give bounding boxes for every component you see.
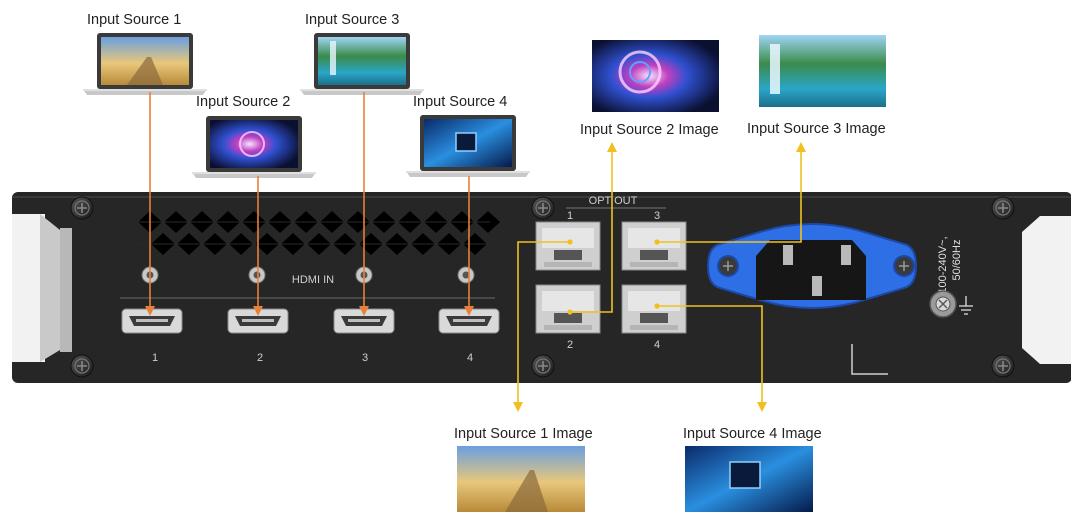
laptop-icon: [83, 33, 207, 95]
sfp-port-1[interactable]: [535, 221, 601, 271]
output-image-1: [457, 446, 585, 512]
power-rating-line2: 50/60Hz: [951, 240, 963, 281]
output-1-label: Input Source 1 Image: [454, 426, 593, 442]
fiber-connection-lines: [517, 150, 802, 404]
ground-icon: [929, 290, 973, 318]
opt-out-label: OPT OUT: [589, 195, 638, 207]
opt-port-number: 3: [654, 210, 660, 222]
sfp-port-4[interactable]: [621, 284, 687, 334]
output-image-2: [592, 40, 719, 112]
screw-icon: [991, 354, 1015, 378]
sfp-port-2[interactable]: [535, 284, 601, 334]
hdmi-in-label: HDMI IN: [292, 274, 334, 286]
hdmi-port-number: 1: [152, 352, 158, 364]
power-rating-line1: 100-240V~,: [937, 236, 949, 293]
input-source-2-label: Input Source 2: [196, 94, 291, 110]
input-source-1-label: Input Source 1: [87, 12, 182, 28]
screw-icon: [70, 196, 94, 220]
output-2-label: Input Source 2 Image: [580, 122, 719, 138]
opt-port-number: 1: [567, 210, 573, 222]
hdmi-port-number: 4: [467, 352, 473, 364]
screw-icon: [531, 354, 555, 378]
fiber-arrowheads: [513, 142, 806, 412]
screw-icon: [70, 354, 94, 378]
screw-icon: [991, 196, 1015, 220]
output-image-3: [759, 35, 886, 107]
opt-port-number: 2: [567, 339, 573, 351]
opt-port-number: 4: [654, 339, 660, 351]
output-image-4: [685, 446, 813, 512]
laptop-icon: [300, 33, 424, 95]
hdmi-port-number: 3: [362, 352, 368, 364]
hdmi-connection-lines: [145, 92, 474, 316]
laptop-icon: [406, 115, 530, 177]
hdmi-port-1[interactable]: [121, 308, 183, 334]
laptop-icon: [192, 116, 316, 178]
output-4-label: Input Source 4 Image: [683, 426, 822, 442]
power-inlet-icon: [706, 223, 918, 309]
output-3-label: Input Source 3 Image: [747, 121, 886, 137]
hdmi-port-number: 2: [257, 352, 263, 364]
screw-icon: [531, 196, 555, 220]
screw-icon: [248, 266, 266, 284]
input-source-3-label: Input Source 3: [305, 12, 400, 28]
screw-icon: [457, 266, 475, 284]
sfp-port-3[interactable]: [621, 221, 687, 271]
input-source-4-label: Input Source 4: [413, 94, 508, 110]
corner-mark: [851, 344, 888, 375]
